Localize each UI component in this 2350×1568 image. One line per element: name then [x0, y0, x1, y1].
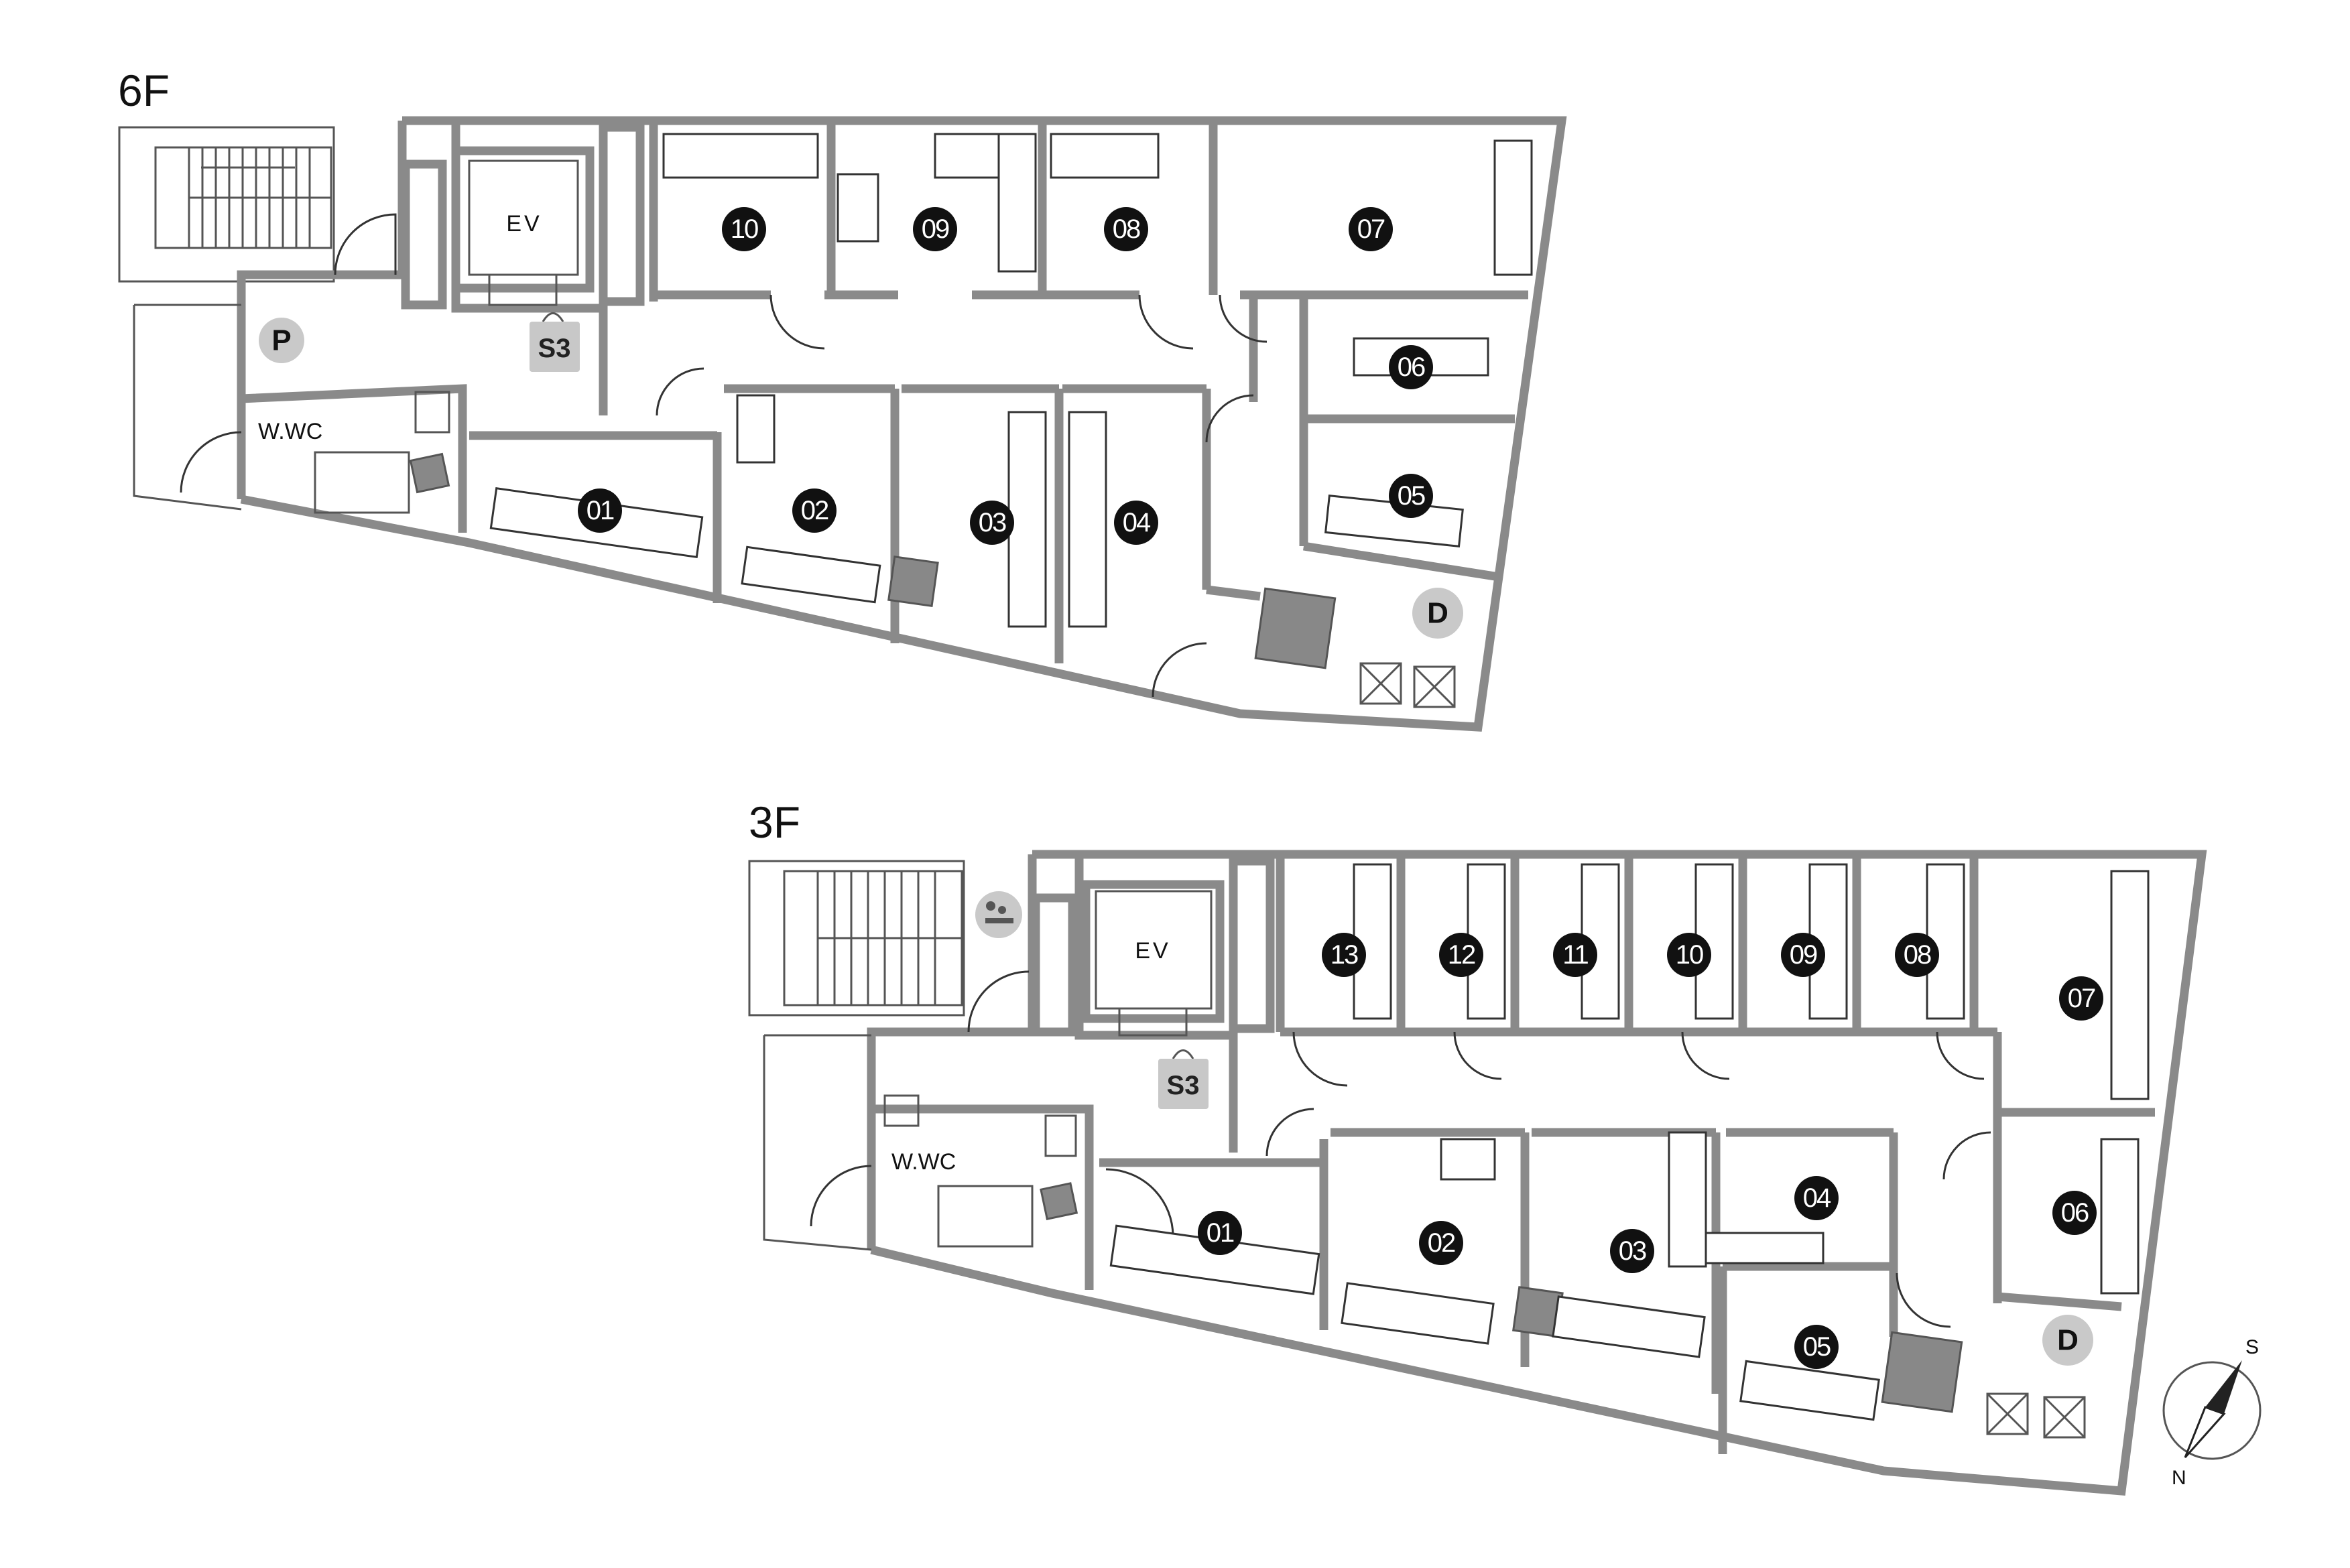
compass-north-label: N: [2172, 1467, 2186, 1489]
room-badge: 10: [1667, 933, 1711, 977]
svg-text:09: 09: [922, 214, 949, 244]
svg-text:01: 01: [1207, 1218, 1234, 1248]
svg-text:D: D: [1427, 597, 1448, 630]
room-badge: 08: [1104, 207, 1148, 251]
svg-text:10: 10: [1676, 940, 1703, 970]
ev-label-3f: EV: [1135, 938, 1170, 964]
room-badge: 02: [792, 488, 837, 533]
room-badge: 04: [1114, 501, 1158, 545]
wc-label-3f: W.WC: [891, 1149, 956, 1175]
svg-text:12: 12: [1448, 940, 1475, 970]
svg-text:08: 08: [1113, 214, 1140, 244]
svg-text:11: 11: [1562, 940, 1588, 970]
room-badge: 07: [2059, 976, 2103, 1021]
stairs-icon: [118, 126, 335, 283]
floor-6f: 6F: [118, 66, 1567, 732]
wc-label-6f: W.WC: [258, 419, 322, 444]
room-badge: 09: [1781, 933, 1825, 977]
sink-icon: [414, 391, 450, 434]
room-badge: 06: [2052, 1191, 2097, 1235]
shared-area-s3-3f: S3: [1158, 1049, 1209, 1109]
room-badge: 05: [1794, 1325, 1839, 1369]
svg-text:05: 05: [1398, 481, 1425, 511]
svg-text:02: 02: [1428, 1228, 1455, 1258]
sink-icon: [1044, 1114, 1077, 1157]
room-badge: 02: [1419, 1221, 1463, 1265]
toilet-icon: [937, 1185, 1034, 1248]
stairs-icon: [748, 860, 965, 1017]
d-badge-3f: D: [2042, 1315, 2093, 1366]
room-badge: 03: [1610, 1229, 1654, 1273]
parking-badge-6f: P: [259, 318, 304, 363]
room-badge: 01: [578, 488, 622, 533]
svg-text:02: 02: [801, 496, 828, 525]
ev-label-6f: EV: [506, 211, 542, 237]
floor-6f-title: 6F: [118, 66, 170, 115]
vent-icon: [2043, 1396, 2086, 1439]
elevator-icon: EV: [451, 146, 595, 306]
svg-text:03: 03: [979, 508, 1006, 537]
svg-text:08: 08: [1904, 940, 1931, 970]
svg-text:03: 03: [1619, 1236, 1646, 1266]
svg-text:P: P: [271, 324, 291, 357]
vent-icon: [1413, 665, 1456, 708]
svg-text:01: 01: [586, 496, 614, 525]
svg-text:S3: S3: [1167, 1071, 1200, 1100]
svg-text:10: 10: [731, 214, 758, 244]
padlock-icon: [1172, 1049, 1194, 1059]
room-badge: 11: [1553, 933, 1597, 977]
svg-text:09: 09: [1790, 940, 1817, 970]
svg-text:06: 06: [1398, 352, 1425, 382]
vent-icon: [1359, 662, 1402, 705]
toilet-icon: [314, 451, 410, 514]
room-badge: 06: [1389, 345, 1433, 389]
svg-text:06: 06: [2061, 1198, 2089, 1228]
svg-text:13: 13: [1331, 940, 1358, 970]
svg-text:S3: S3: [538, 334, 571, 363]
svg-text:07: 07: [2068, 984, 2095, 1013]
vent-icon: [1986, 1392, 2029, 1435]
svg-text:07: 07: [1357, 214, 1385, 244]
room-badge: 01: [1198, 1211, 1242, 1255]
room-badge: 10: [722, 207, 766, 251]
compass-south-label: S: [2245, 1336, 2259, 1358]
compass-icon: S N: [2162, 1336, 2262, 1489]
shared-area-s3-6f: S3: [530, 312, 580, 372]
padlock-icon: [542, 312, 564, 322]
room-badge: 09: [913, 207, 957, 251]
svg-text:04: 04: [1803, 1183, 1831, 1213]
smoking-area-icon: [975, 891, 1022, 938]
svg-text:04: 04: [1123, 508, 1151, 537]
room-badge: 08: [1895, 933, 1939, 977]
floor-3f: 3F: [748, 797, 2207, 1496]
room-badge: 07: [1349, 207, 1393, 251]
elevator-icon: EV: [1081, 880, 1225, 1037]
room-badge: 13: [1322, 933, 1366, 977]
room-badge: 12: [1439, 933, 1483, 977]
d-badge-6f: D: [1412, 588, 1463, 639]
room-badge: 04: [1794, 1176, 1839, 1220]
room-badge: 03: [970, 501, 1014, 545]
svg-text:D: D: [2057, 1324, 2079, 1357]
floor-3f-title: 3F: [749, 797, 800, 847]
svg-text:05: 05: [1803, 1332, 1831, 1362]
room-badge: 05: [1389, 474, 1433, 518]
